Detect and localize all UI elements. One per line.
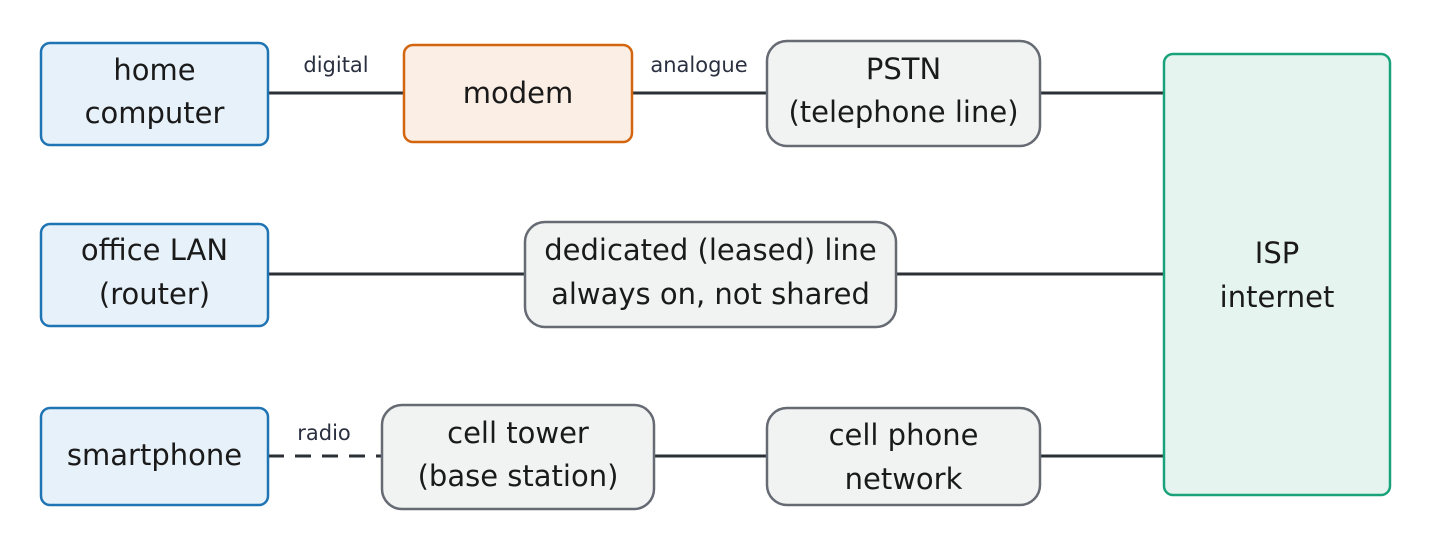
node-home-computer-line-1: home xyxy=(113,53,195,87)
node-smartphone: smartphone xyxy=(39,406,270,507)
node-home-computer: home computer xyxy=(39,41,270,147)
node-leased-line: dedicated (leased) line always on, not s… xyxy=(523,220,898,329)
node-cell-network-line-1: cell phone xyxy=(829,418,979,452)
node-home-computer-line-2: computer xyxy=(85,96,225,130)
node-cell-tower-box xyxy=(380,403,656,511)
node-pstn-line-1: PSTN xyxy=(866,52,941,86)
node-isp: ISP internet xyxy=(1162,52,1392,497)
node-modem-box xyxy=(402,43,634,144)
edge-label-radio: radio xyxy=(297,421,351,445)
node-cell-tower: cell tower (base station) xyxy=(380,403,656,511)
node-home-computer-box xyxy=(39,41,270,147)
node-office-lan-line-2: (router) xyxy=(99,277,210,311)
node-smartphone-box xyxy=(39,406,270,507)
node-leased-line-line-2: always on, not shared xyxy=(551,277,870,311)
node-modem: modem xyxy=(402,43,634,144)
node-cell-network: cell phone network xyxy=(765,406,1042,507)
node-pstn-line-2: (telephone line) xyxy=(788,95,1018,129)
node-cell-tower-line-2: (base station) xyxy=(418,459,619,493)
node-leased-line-line-1: dedicated (leased) line xyxy=(544,233,876,267)
edge-label-analogue: analogue xyxy=(650,53,747,77)
node-isp-line-1: ISP xyxy=(1255,236,1299,270)
node-office-lan-box xyxy=(39,222,270,328)
node-modem-line-1: modem xyxy=(463,76,574,110)
node-office-lan: office LAN (router) xyxy=(39,222,270,328)
node-pstn-box xyxy=(765,39,1042,148)
node-leased-line-box xyxy=(523,220,898,329)
node-office-lan-line-1: office LAN xyxy=(81,233,228,267)
node-cell-network-box xyxy=(765,406,1042,507)
node-isp-line-2: internet xyxy=(1220,280,1335,314)
node-smartphone-line-1: smartphone xyxy=(67,438,242,472)
node-pstn: PSTN (telephone line) xyxy=(765,39,1042,148)
node-isp-box xyxy=(1162,52,1392,497)
node-cell-tower-line-1: cell tower xyxy=(447,416,589,450)
edge-label-digital: digital xyxy=(303,53,368,77)
node-cell-network-line-2: network xyxy=(845,462,963,496)
